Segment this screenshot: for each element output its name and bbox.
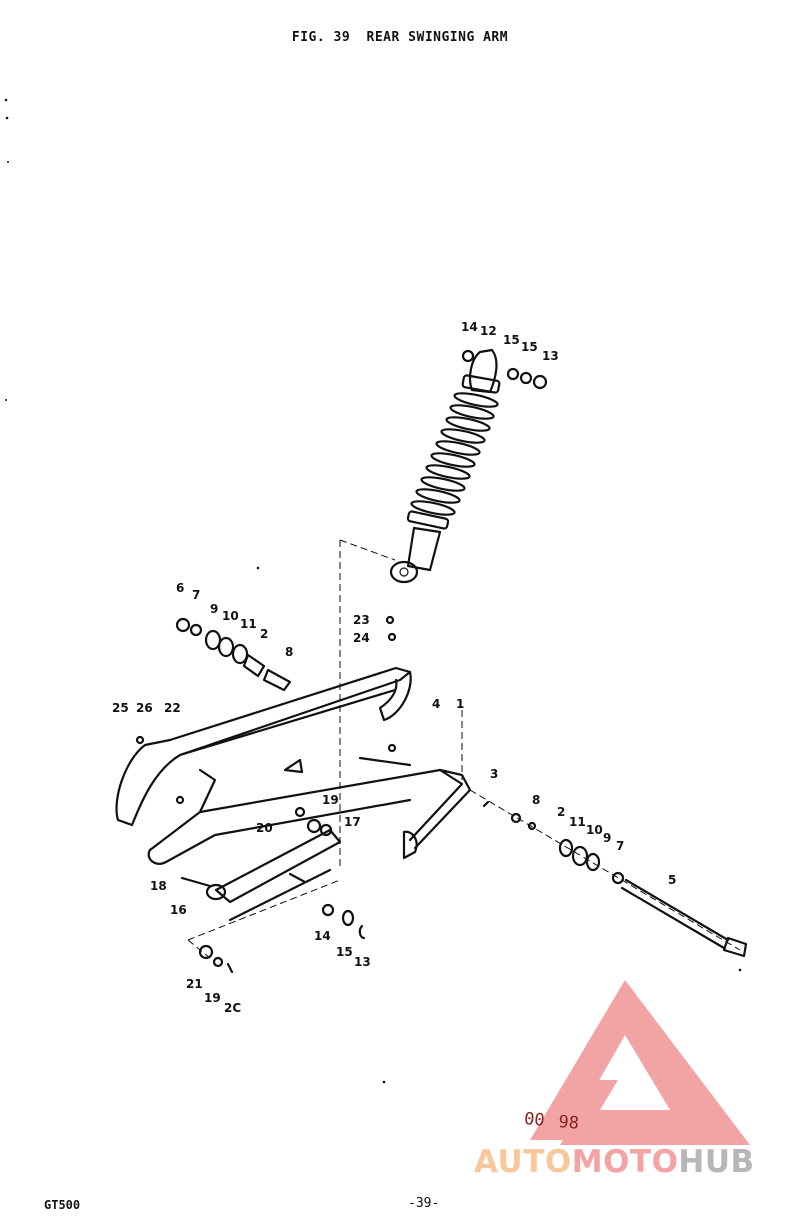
stamp-left: 00 (523, 1109, 546, 1131)
callout-mid-20: 20 (256, 821, 273, 835)
pivot-shaft-and-right-parts (482, 800, 748, 958)
callout-4: 4 (432, 697, 440, 711)
callout-right-3: 3 (490, 767, 498, 781)
callout-shock-15b: 15 (521, 340, 538, 354)
callout-right-7: 7 (616, 839, 624, 853)
rear-shock-absorber (389, 348, 548, 584)
callout-25: 25 (112, 701, 129, 715)
callout-right-11: 11 (569, 815, 586, 829)
footer-model: GT500 (44, 1198, 81, 1212)
callout-22: 22 (164, 701, 181, 715)
callout-26: 26 (136, 701, 153, 715)
callout-low-15: 15 (336, 945, 353, 959)
alignment-lines (187, 539, 741, 959)
footer-page-number: -39- (408, 1196, 440, 1211)
callout-left-7: 7 (192, 588, 200, 602)
callout-mid-19: 19 (322, 793, 339, 807)
shock-spring-coils (410, 392, 499, 516)
callout-low-13: 13 (354, 955, 371, 969)
callout-nut-24: 24 (353, 631, 370, 645)
callout-right-10: 10 (586, 823, 603, 837)
watermark-auto: AUTO (474, 1144, 572, 1180)
stamp-right: 98 (557, 1112, 580, 1134)
callout-left-11: 11 (240, 617, 257, 631)
callout-20-lower: 2C (224, 1001, 241, 1015)
callout-left-9: 9 (210, 602, 218, 616)
callout-right-8: 8 (532, 793, 540, 807)
callout-left-8: 8 (285, 645, 293, 659)
callout-right-9: 9 (603, 831, 611, 845)
watermark-logo (530, 980, 750, 1145)
callout-right-5: 5 (668, 873, 676, 887)
callout-18: 18 (150, 879, 167, 893)
callout-19-lower: 19 (204, 991, 221, 1005)
watermark-hub: HUB (678, 1144, 755, 1180)
callout-shock-13: 13 (542, 349, 559, 363)
watermark-text: AUTOMOTOHUB (474, 1144, 755, 1180)
callout-1: 1 (456, 697, 464, 711)
callout-mid-17: 17 (344, 815, 361, 829)
callout-low-14: 14 (314, 929, 331, 943)
watermark-moto: MOTO (571, 1144, 679, 1180)
left-pivot-parts (175, 615, 397, 692)
figure-title: FIG. 39 REAR SWINGING ARM (0, 30, 800, 45)
callout-21: 21 (186, 977, 203, 991)
callout-shock-14: 14 (461, 320, 478, 334)
callout-16: 16 (170, 903, 187, 917)
figure-number: FIG. 39 (291, 30, 351, 45)
lower-small-parts (180, 806, 366, 974)
callout-labels: 14 12 15 15 13 23 24 6 7 9 10 11 2 8 25 … (112, 320, 676, 1015)
swinging-arm-frame (115, 666, 472, 922)
callout-left-10: 10 (222, 609, 239, 623)
callout-left-6: 6 (176, 581, 184, 595)
callout-shock-12: 12 (480, 324, 497, 338)
figure-name: REAR SWINGING ARM (366, 30, 509, 45)
scan-specks (4, 98, 742, 1084)
callout-left-2: 2 (260, 627, 268, 641)
callout-shock-15a: 15 (503, 333, 520, 347)
callout-right-2: 2 (557, 805, 565, 819)
callout-bolt-23: 23 (353, 613, 370, 627)
